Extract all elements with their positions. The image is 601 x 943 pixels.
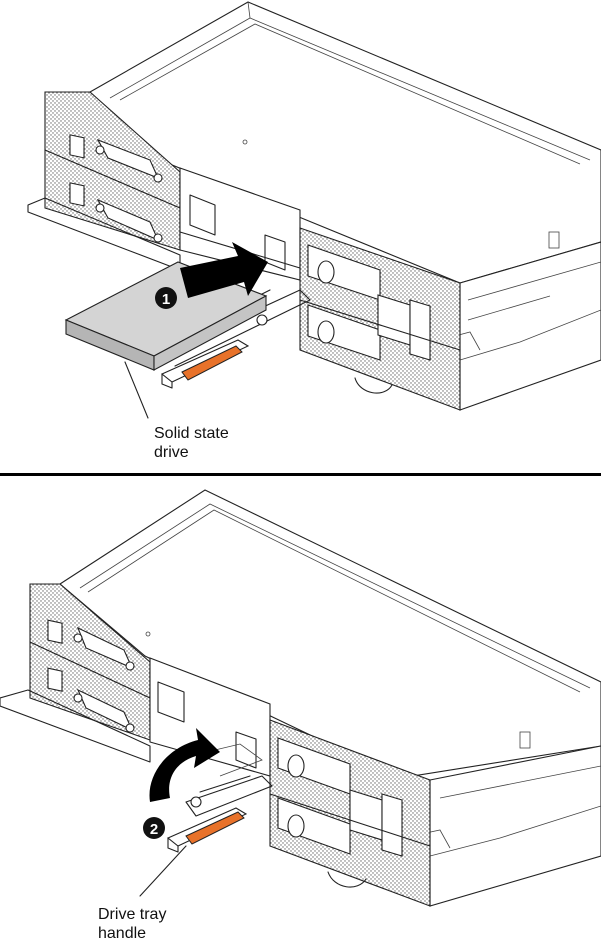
leader-line-2 [139, 845, 187, 897]
leader-line-1 [124, 361, 149, 419]
right-bays [269, 719, 431, 907]
rotate-arrow [149, 728, 220, 802]
drive-tray-handle [166, 807, 248, 853]
step-2-panel: 2 Drive tray handle [0, 476, 601, 942]
step-badge-2: 2 [143, 817, 165, 839]
right-bays [299, 227, 461, 411]
step-number-2: 2 [150, 821, 158, 838]
drive-bay [179, 167, 301, 281]
left-bays [27, 91, 181, 271]
insert-arrow [180, 242, 268, 298]
step-2-illustration: 2 [0, 489, 601, 907]
step-1-illustration: 1 [27, 1, 601, 419]
drive-tray [185, 775, 273, 817]
label-line: drive [154, 444, 189, 461]
step-badge-1: 1 [155, 287, 177, 309]
label-line: Drive tray [98, 906, 167, 923]
drive-tray-handle-label: Drive tray handle [98, 905, 166, 943]
drive-tray-handle [160, 339, 250, 389]
solid-state-drive-label: Solid state drive [154, 424, 229, 462]
label-line: Solid state [154, 425, 229, 442]
step-divider [0, 473, 601, 476]
left-bays [0, 583, 151, 763]
step-1-panel: 1 Solid state drive [27, 1, 601, 462]
step-number-1: 1 [162, 291, 170, 308]
label-line: handle [98, 925, 147, 942]
